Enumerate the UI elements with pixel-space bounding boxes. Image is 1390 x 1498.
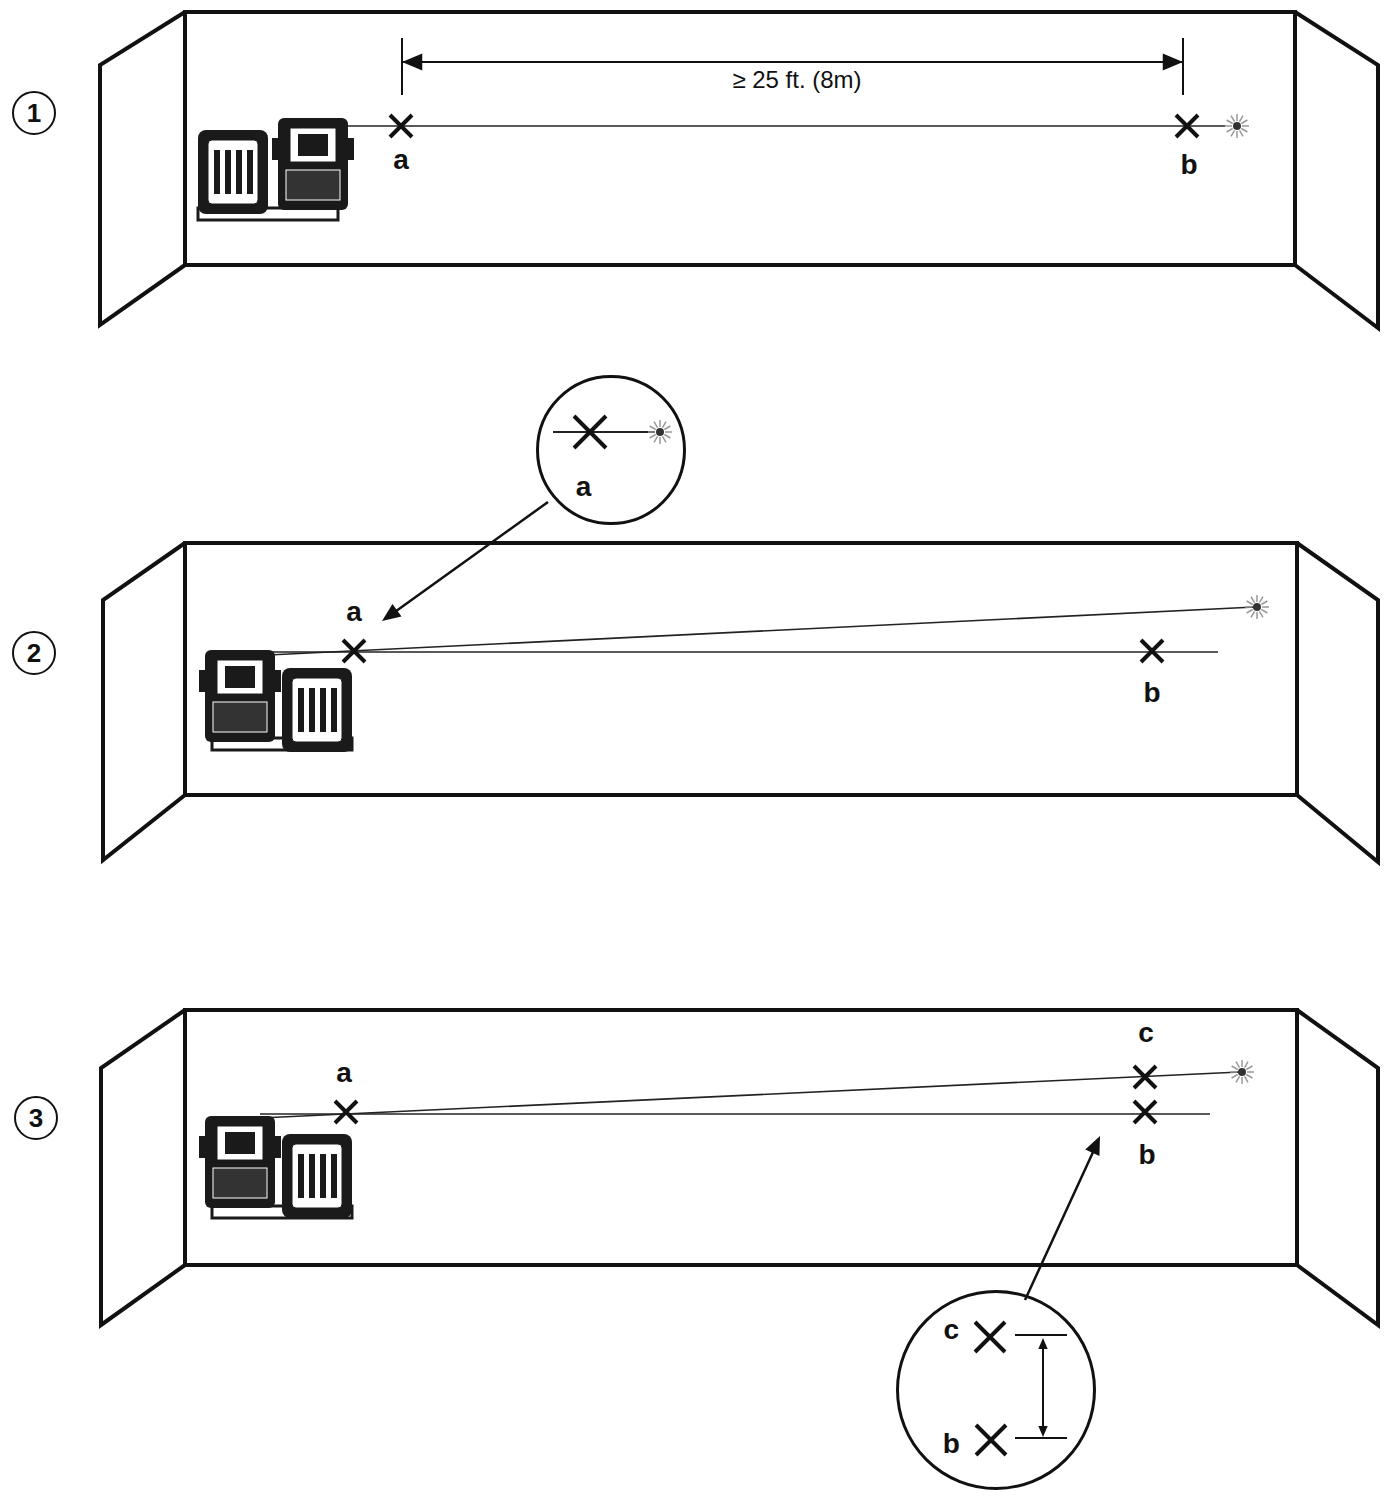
mark-x: [390, 115, 412, 137]
point-letter: a: [393, 146, 409, 174]
laser-dot: [1245, 595, 1269, 619]
side-wall: [1297, 1010, 1378, 1325]
battery-pack: [282, 668, 352, 752]
point-letter: c: [944, 1316, 960, 1344]
leader-line: [1025, 1150, 1094, 1300]
point-letter: a: [346, 598, 362, 626]
laser-dot: [1225, 114, 1249, 138]
detail-circle: cb: [896, 1290, 1096, 1490]
back-wall: [185, 543, 1297, 795]
dimension-label: ≥ 25 ft. (8m): [732, 68, 861, 92]
leader-line: [392, 502, 548, 614]
mark-x: [975, 1322, 1005, 1352]
side-wall: [1297, 543, 1378, 862]
step-number-text: 3: [29, 1105, 43, 1131]
point-letter: c: [1138, 1019, 1154, 1047]
step-number-text: 1: [27, 100, 41, 126]
laser-line: [268, 651, 1218, 653]
mark-x: [343, 640, 365, 662]
laser-level: [199, 650, 281, 742]
step-number: 2: [12, 631, 56, 675]
point-letter: a: [336, 1059, 352, 1087]
side-wall: [101, 1010, 185, 1325]
mark-x: [1141, 640, 1163, 662]
laser-line: [260, 1072, 1240, 1118]
side-wall: [1295, 12, 1378, 328]
point-letter: b: [1143, 679, 1160, 707]
step-number: 1: [12, 91, 56, 135]
step-number: 3: [14, 1096, 58, 1140]
laser-dot: [1230, 1060, 1254, 1084]
arrow-head: [382, 604, 402, 621]
arrow-head: [1038, 1426, 1047, 1437]
back-wall: [185, 12, 1295, 265]
dimension-line: [402, 38, 1183, 95]
laser-dot: [648, 420, 672, 444]
step-three: [101, 1010, 1378, 1325]
mark-x: [1134, 1066, 1156, 1088]
detail-art: [553, 416, 672, 448]
back-wall: [185, 1010, 1297, 1265]
step-one: [100, 12, 1378, 328]
offset-dimension: [1015, 1335, 1067, 1438]
point-letter: a: [576, 473, 592, 501]
arrow-head: [402, 53, 422, 70]
side-wall: [103, 543, 185, 860]
mark-x: [1176, 115, 1198, 137]
step-two: [103, 502, 1378, 862]
point-letter: b: [1180, 151, 1197, 179]
mark-x: [335, 1101, 357, 1123]
detail-art: [975, 1322, 1067, 1455]
mark-x: [1134, 1101, 1156, 1123]
laser-level: [272, 118, 354, 210]
mark-x: [574, 416, 606, 448]
side-wall: [100, 12, 185, 325]
arrow-head: [1085, 1136, 1100, 1156]
laser-line: [268, 607, 1255, 655]
detail-circle: a: [536, 375, 686, 525]
laser-line: [260, 1113, 1210, 1115]
battery-pack: [282, 1134, 352, 1218]
arrow-head: [1038, 1338, 1047, 1349]
mark-x: [976, 1425, 1006, 1455]
laser-line: [553, 431, 655, 433]
battery-pack: [198, 130, 268, 214]
step-number-text: 2: [27, 640, 41, 666]
point-letter: b: [1138, 1141, 1155, 1169]
laser-line: [340, 125, 1225, 127]
point-letter: b: [943, 1430, 960, 1458]
arrow-head: [1163, 53, 1183, 70]
laser-level: [199, 1116, 281, 1208]
